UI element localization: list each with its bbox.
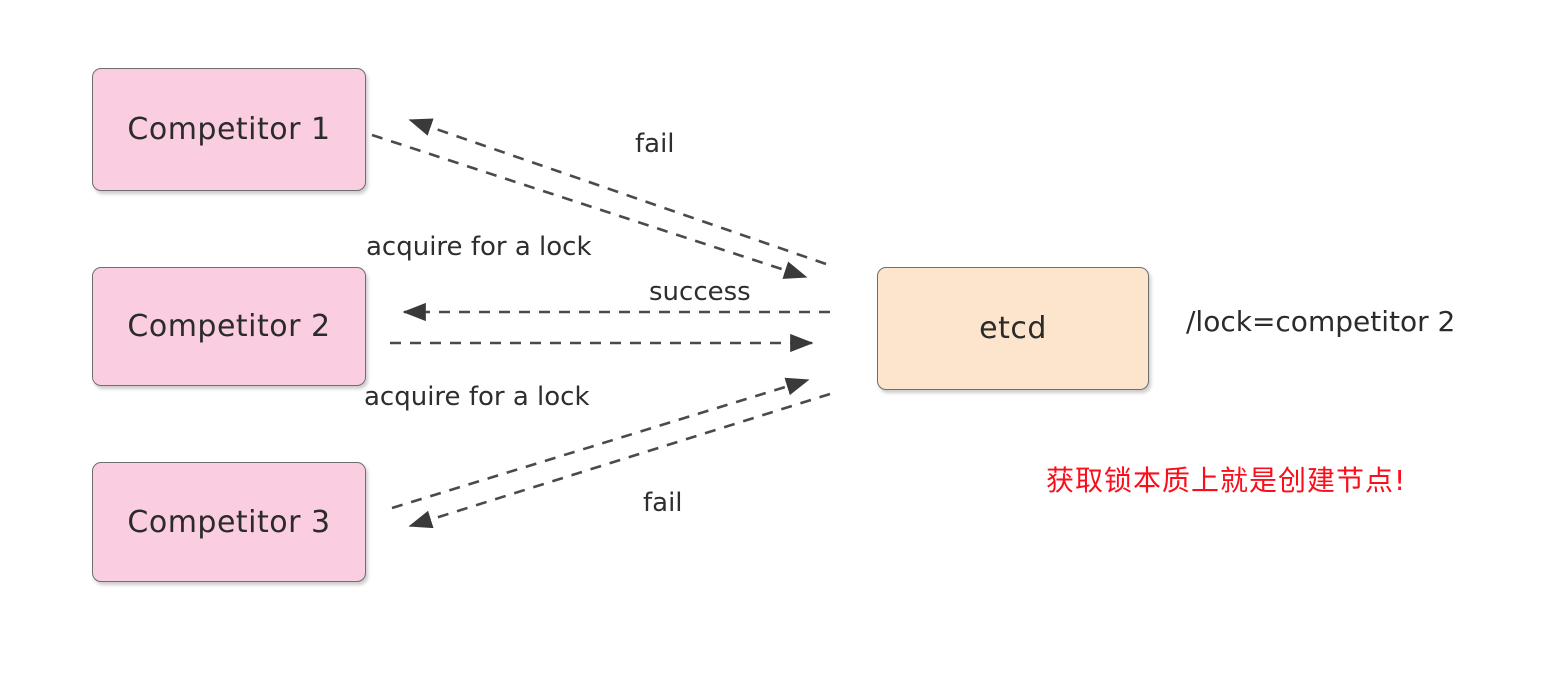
edge-label-fail-bottom: fail bbox=[643, 488, 683, 518]
node-competitor-1[interactable]: Competitor 1 bbox=[92, 68, 366, 191]
annotation-note: 获取锁本质上就是创建节点! bbox=[1046, 464, 1407, 497]
node-etcd[interactable]: etcd bbox=[877, 267, 1149, 390]
annotation-lock-key: /lock=competitor 2 bbox=[1186, 305, 1456, 338]
node-competitor-3[interactable]: Competitor 3 bbox=[92, 462, 366, 582]
node-competitor-2-label: Competitor 2 bbox=[127, 309, 331, 344]
node-competitor-3-label: Competitor 3 bbox=[127, 504, 331, 540]
node-competitor-1-label: Competitor 1 bbox=[127, 112, 331, 147]
node-competitor-2[interactable]: Competitor 2 bbox=[92, 267, 366, 386]
node-etcd-label: etcd bbox=[979, 311, 1047, 346]
edge-label-acquire-bottom: acquire for a lock bbox=[364, 382, 590, 412]
edge-label-fail-top: fail bbox=[635, 129, 675, 159]
edge-label-success: success bbox=[649, 277, 751, 307]
edge-fail-3 bbox=[408, 392, 831, 529]
edge-label-acquire-top: acquire for a lock bbox=[366, 232, 592, 262]
